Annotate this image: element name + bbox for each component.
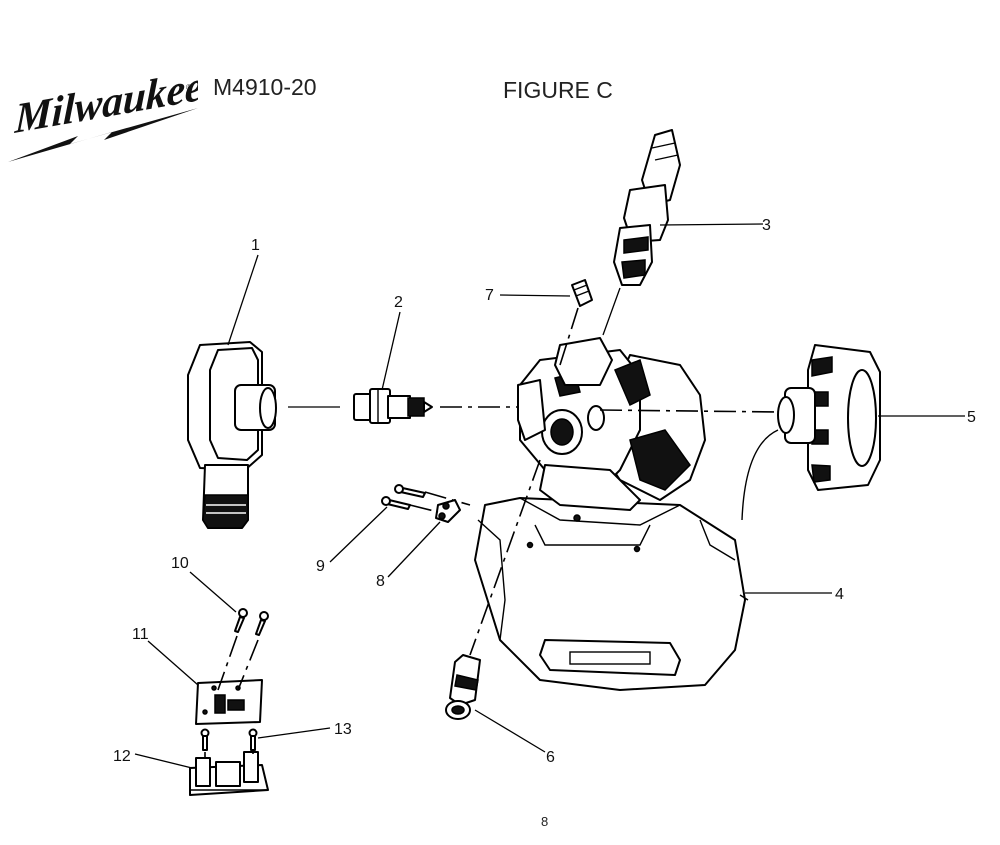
callout-1: 1 [251,237,260,254]
assembly-line-6 [469,459,541,656]
assembly-line-housing-5 [599,409,781,413]
part-9-screws [381,484,426,510]
part-12-switch-housing [189,751,269,796]
part-10-screws [234,608,269,636]
part-4-housing [474,337,749,691]
milwaukee-logo: Milwaukee ® [8,70,198,162]
page-number: 8 [541,814,549,829]
assembly-line-10a [217,635,238,691]
assembly-line-9b [409,504,439,513]
assembly-line-3 [602,287,621,336]
callout-4: 4 [835,586,844,603]
part-11-circuit-board [195,679,263,725]
part-13-screws [200,728,258,751]
svg-text:®: ® [186,83,192,92]
callout-3: 3 [762,217,771,234]
callout-12: 12 [113,748,131,765]
part-2-fitting [353,388,433,424]
callout-5: 5 [967,409,976,426]
model-number: M4910-20 [213,74,317,100]
callout-7: 7 [485,287,494,304]
callout-6: 6 [546,749,555,766]
figure-title: FIGURE C [503,77,613,103]
assembly-line-7 [559,307,579,366]
callout-10: 10 [171,555,189,572]
part-3-elbow-connector [613,129,681,286]
part-5-knob [741,344,881,521]
callout-11: 11 [132,626,149,643]
assembly-line-10b [237,639,259,691]
callout-2: 2 [394,294,403,311]
callout-9: 9 [316,558,325,575]
part-6-inlet-fitting [445,654,481,720]
callout-8: 8 [376,573,385,590]
assembly-line-9a [424,491,471,506]
callout-13: 13 [334,721,352,738]
lightning-bolt-icon [8,108,198,162]
part-8-clamp [435,499,461,523]
part-1-end-cover [187,341,277,529]
part-7-nipple [571,279,593,307]
